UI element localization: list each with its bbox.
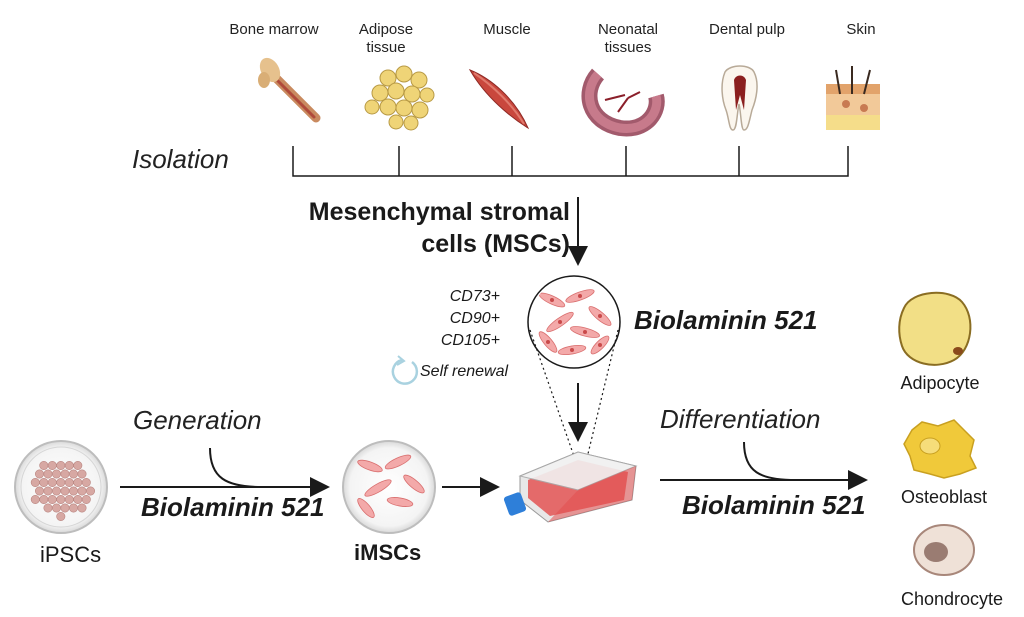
- ipsc-cell: [77, 469, 87, 479]
- ipsc-cell: [60, 503, 70, 513]
- ipsc-cell: [39, 494, 49, 504]
- source-label-dental-pulp: Dental pulp: [709, 21, 785, 38]
- ipsc-label: iPSCs: [40, 542, 102, 567]
- ipsc-cell: [47, 477, 57, 487]
- skin-icon: [826, 66, 880, 130]
- adipocyte-label: Adipocyte: [900, 373, 980, 393]
- ipsc-cell: [34, 486, 44, 496]
- source-label-neonatal-tissues: Neonatal tissues: [597, 21, 659, 56]
- ipsc-cell: [73, 460, 83, 470]
- ipsc-cell: [60, 469, 70, 479]
- ipsc-cell: [39, 460, 49, 470]
- ipsc-cell: [51, 503, 61, 513]
- ipsc-cell: [30, 477, 40, 487]
- ipsc-cell: [77, 503, 87, 513]
- ipsc-cell: [81, 494, 91, 504]
- muscle-icon: [468, 69, 530, 130]
- ipsc-dish-icon: [14, 440, 108, 534]
- imsc-dish-icon: [342, 440, 436, 534]
- chondrocyte-icon: [913, 524, 975, 576]
- source-label-skin: Skin: [846, 21, 876, 38]
- ipsc-cell: [69, 503, 79, 513]
- osteoblast-label: Osteoblast: [900, 487, 988, 507]
- msc-title: Mesenchymal stromal cells (MSCs): [308, 198, 570, 258]
- ipsc-cell: [64, 477, 74, 487]
- ipsc-cell: [81, 477, 91, 487]
- generation-label: Generation: [133, 405, 262, 435]
- ipsc-cell: [51, 469, 61, 479]
- osteoblast-icon: [903, 419, 978, 479]
- marker-cd105: CD105+: [440, 332, 500, 349]
- ipsc-cell: [47, 460, 57, 470]
- ipsc-cell: [73, 494, 83, 504]
- biolaminin-generation-label: Biolaminin 521: [141, 492, 325, 522]
- isolation-label: Isolation: [132, 144, 229, 174]
- biolaminin-msc-label: Biolaminin 521: [634, 305, 818, 335]
- placenta-icon: [581, 68, 665, 137]
- chondrocyte-label: Chondrocyte: [900, 589, 1004, 609]
- ipsc-cell: [60, 486, 70, 496]
- ipsc-cell: [30, 494, 40, 504]
- adipocyte-icon: [898, 291, 972, 366]
- marker-cd73: CD73+: [449, 288, 500, 305]
- ipsc-cell: [64, 460, 74, 470]
- ipsc-cell: [86, 486, 96, 496]
- imsc-label: iMSCs: [354, 540, 422, 565]
- ipsc-cell: [56, 511, 66, 521]
- biolaminin-differentiation-label: Biolaminin 521: [682, 490, 866, 520]
- differentiation-label: Differentiation: [660, 404, 821, 434]
- source-label-bone-marrow: Bone marrow: [229, 21, 319, 38]
- ipsc-cell: [56, 460, 66, 470]
- ipsc-cell: [43, 486, 53, 496]
- self-renewal-icon: [391, 355, 419, 385]
- ipsc-cell: [64, 494, 74, 504]
- generation-arrow: [120, 447, 330, 497]
- marker-cd90: CD90+: [449, 310, 500, 327]
- marker-list: CD73+ CD90+ CD105+: [420, 286, 500, 352]
- ipsc-cell: [77, 486, 87, 496]
- differentiation-arrow: [660, 441, 868, 490]
- ipsc-cell: [69, 469, 79, 479]
- ipsc-cell: [56, 494, 66, 504]
- ipsc-cell: [69, 486, 79, 496]
- tooth-icon: [721, 65, 758, 131]
- culture-flask-icon: [503, 451, 638, 523]
- bone-icon: [258, 57, 321, 123]
- ipsc-cell: [43, 469, 53, 479]
- source-label-adipose-tissue: Adipose tissue: [358, 21, 414, 56]
- ipsc-cell: [43, 503, 53, 513]
- ipsc-cell: [39, 477, 49, 487]
- ipsc-cell: [56, 477, 66, 487]
- msc-cells-circle: [527, 275, 621, 369]
- ipsc-cell: [73, 477, 83, 487]
- adipose-tissue-icon: [364, 65, 435, 131]
- self-renewal-label: Self renewal: [420, 363, 509, 380]
- ipsc-cell: [51, 486, 61, 496]
- isolation-bracket: [292, 146, 849, 177]
- ipsc-cell: [34, 469, 44, 479]
- ipsc-cell: [47, 494, 57, 504]
- source-label-muscle: Muscle: [483, 21, 531, 38]
